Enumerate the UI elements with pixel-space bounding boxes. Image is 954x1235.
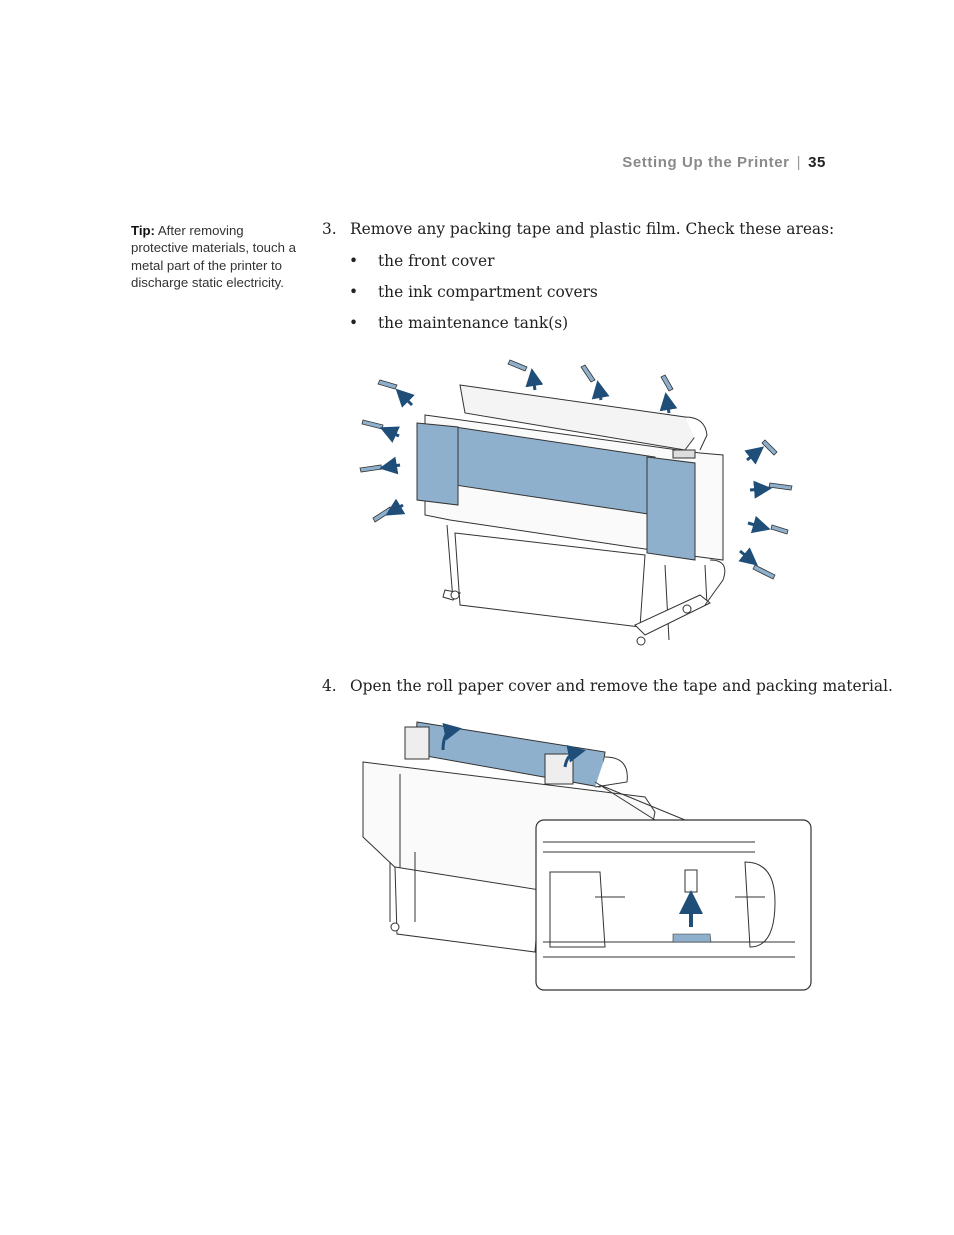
running-header: Setting Up the Printer | 35 bbox=[622, 154, 826, 171]
bullet-text: the maintenance tank(s) bbox=[378, 314, 569, 332]
section-title: Setting Up the Printer bbox=[622, 154, 790, 171]
header-separator: | bbox=[796, 154, 802, 171]
list-item: •the maintenance tank(s) bbox=[349, 314, 569, 332]
step-4: 4. Open the roll paper cover and remove t… bbox=[322, 677, 893, 695]
roll-paper-illustration bbox=[362, 721, 812, 991]
tip-note: Tip: After removing protective materials… bbox=[131, 222, 296, 292]
list-item: •the ink compartment covers bbox=[349, 283, 598, 301]
step-number: 4. bbox=[322, 677, 337, 695]
tip-label: Tip: bbox=[131, 223, 155, 238]
step-number: 3. bbox=[322, 220, 337, 238]
bullet-text: the front cover bbox=[378, 252, 495, 270]
tip-text: After removing protective materials, tou… bbox=[131, 223, 296, 291]
bullet-text: the ink compartment covers bbox=[378, 283, 598, 301]
step-text: Open the roll paper cover and remove the… bbox=[350, 677, 893, 695]
list-item: •the front cover bbox=[349, 252, 495, 270]
page-number: 35 bbox=[808, 154, 826, 171]
step-text: Remove any packing tape and plastic film… bbox=[350, 220, 835, 238]
step-3: 3. Remove any packing tape and plastic fi… bbox=[322, 220, 834, 238]
printer-covers-illustration bbox=[359, 359, 793, 646]
